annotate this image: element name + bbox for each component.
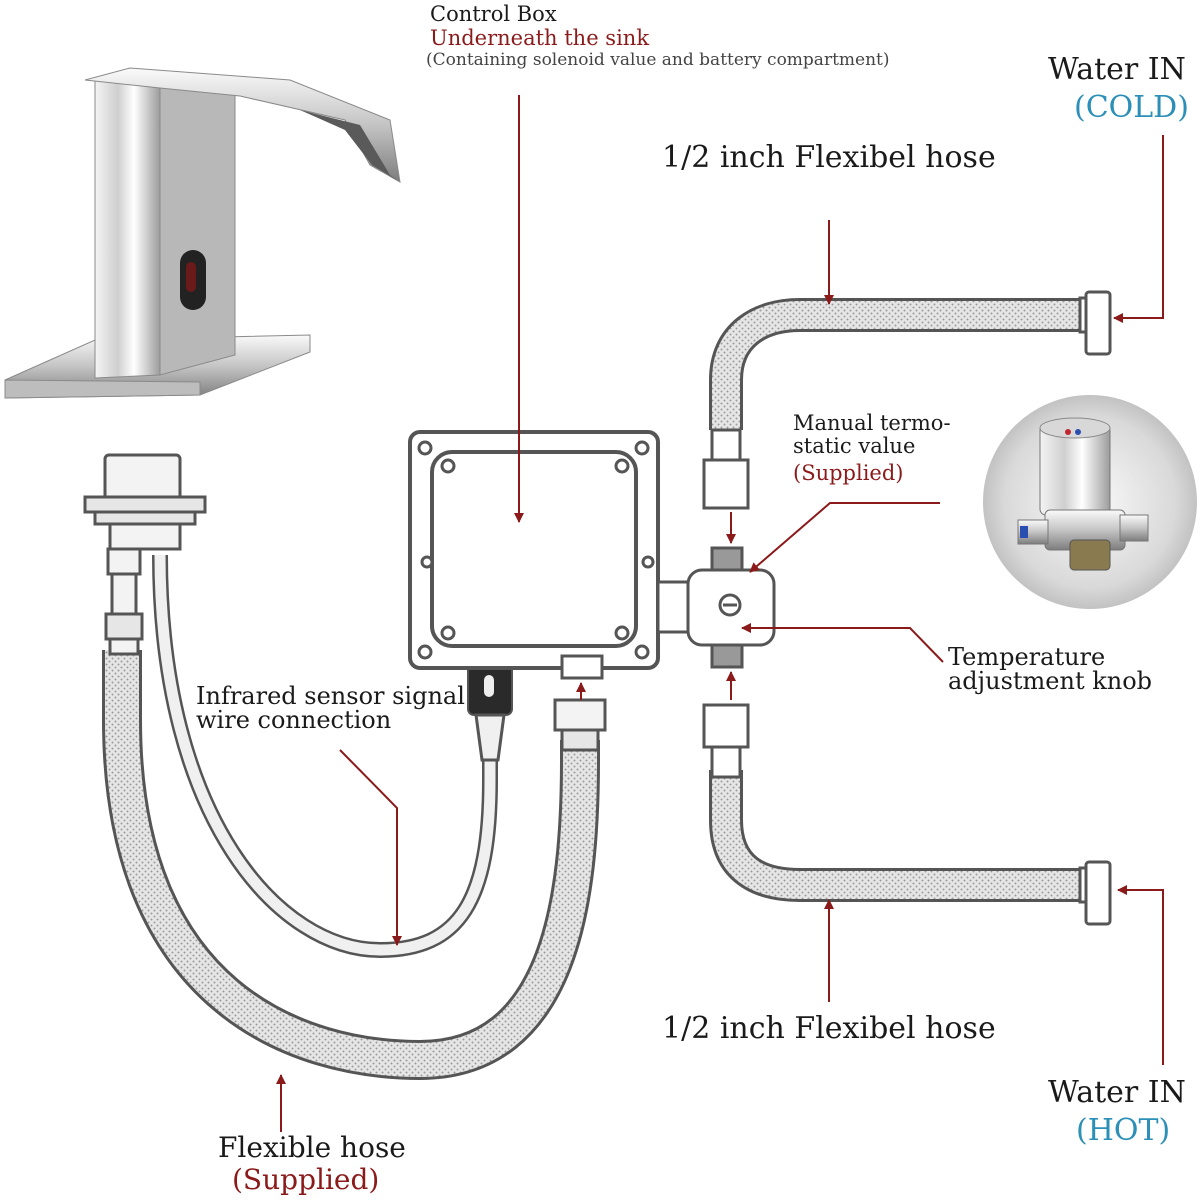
temperature-knob-line2: adjustment knob — [948, 667, 1153, 695]
upper-hose — [712, 301, 1080, 430]
hot-inlet-label: Water IN — [1048, 1075, 1186, 1110]
sensor-wire-line2: wire connection — [196, 706, 392, 734]
flexible-hose — [105, 650, 597, 1078]
control-box — [408, 430, 690, 680]
lower-hose-label: 1/2 inch Flexibel hose — [662, 1011, 996, 1046]
temperature-knob-line1: Temperature — [948, 643, 1106, 671]
faucet-illustration — [4, 67, 401, 399]
sensor-wire-line1: Infrared sensor signal — [196, 682, 465, 710]
upper-hose-label: 1/2 inch Flexibel hose — [662, 140, 996, 175]
hot-inlet-arrow — [1117, 885, 1164, 1065]
control-box-subtitle: Underneath the sink — [430, 26, 650, 50]
thermostatic-valve-line1: Manual termo- — [793, 411, 951, 435]
cold-inlet-label: Water IN — [1048, 52, 1186, 87]
faucet-hoses — [83, 453, 607, 1081]
valve-arrow — [749, 502, 940, 573]
mixing-valve — [686, 290, 1112, 926]
annotation-arrows — [276, 95, 1164, 1132]
thermostatic-valve-photo — [983, 395, 1197, 609]
hot-inlet-temp: (HOT) — [1076, 1113, 1171, 1148]
cold-inlet-temp: (COLD) — [1074, 90, 1189, 125]
thermostatic-valve-supplied: (Supplied) — [793, 461, 904, 485]
cold-inlet-arrow — [1113, 135, 1164, 323]
sensor-wire-arrow — [339, 749, 402, 946]
control-box-title: Control Box — [430, 2, 557, 26]
flexible-hose-label: Flexible hose — [218, 1131, 406, 1164]
lower-hose — [712, 770, 1080, 899]
knob-arrow — [741, 623, 944, 663]
sensor-wire — [154, 554, 496, 956]
control-box-note: (Containing solenoid value and battery c… — [426, 50, 890, 70]
thermostatic-valve-line2: static value — [793, 434, 916, 458]
flexible-hose-supplied: (Supplied) — [232, 1163, 380, 1196]
